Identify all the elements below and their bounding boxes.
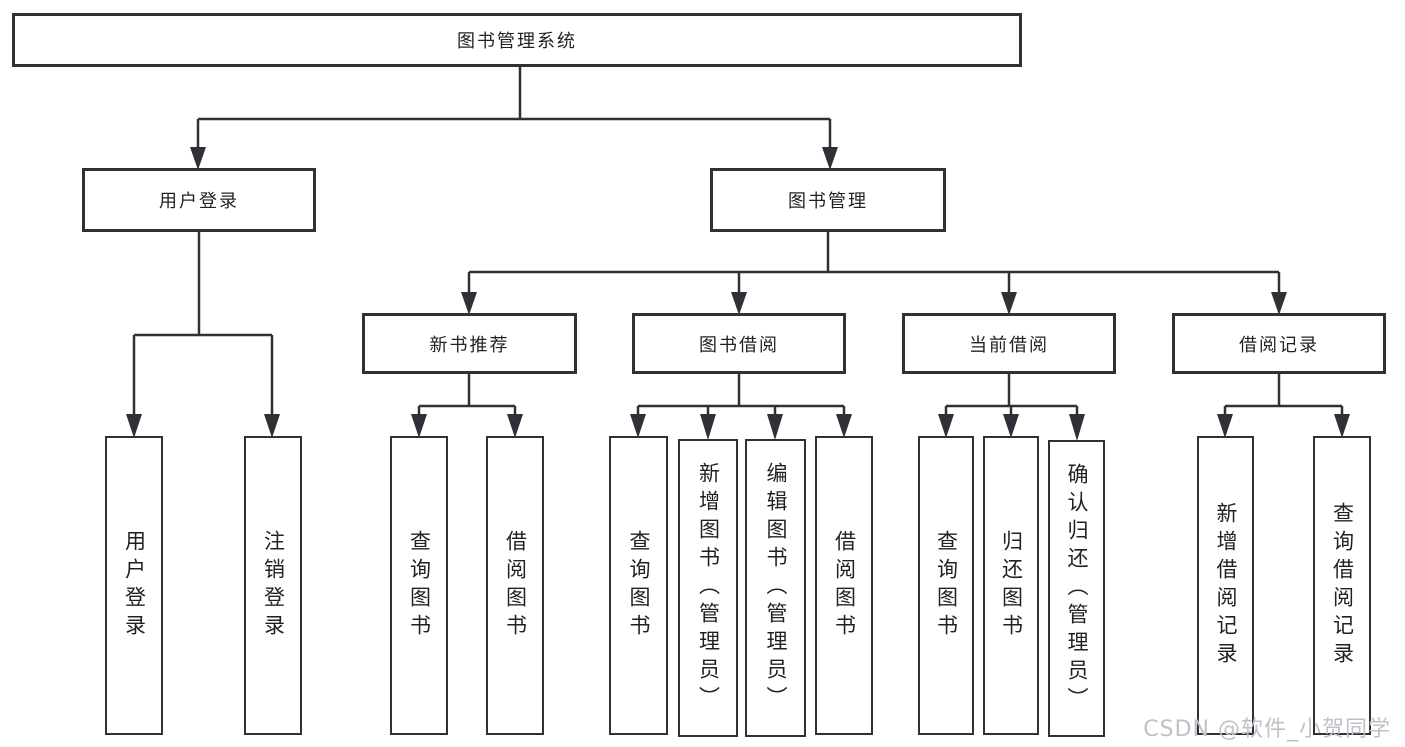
leaf-label: 借阅图书	[832, 529, 857, 642]
leaf-current-query-book: 查询图书	[918, 436, 974, 735]
leaf-label: 用户登录	[122, 529, 147, 642]
leaf-label: 新增图书（管理员）	[696, 462, 721, 714]
node-label: 新书推荐	[429, 334, 510, 356]
leaf-confirm-return-admin: 确认归还（管理员）	[1048, 440, 1105, 737]
leaf-logout: 注销登录	[244, 436, 302, 735]
leaf-edit-book-admin: 编辑图书（管理员）	[745, 439, 806, 737]
node-label: 图书借阅	[699, 334, 779, 356]
leaf-user-login: 用户登录	[105, 436, 163, 735]
leaf-add-book-admin: 新增图书（管理员）	[678, 439, 738, 737]
leaf-label: 注销登录	[261, 529, 286, 642]
node-user-login: 用户登录	[82, 168, 316, 232]
node-label: 借阅记录	[1239, 334, 1319, 356]
leaf-label: 编辑图书（管理员）	[764, 462, 788, 714]
csdn-watermark: CSDN @软件_小贺同学	[1143, 717, 1391, 742]
node-new-book-recommend: 新书推荐	[362, 313, 577, 374]
leaf-borrow-query-book: 查询图书	[609, 436, 668, 735]
node-book-management: 图书管理	[710, 168, 946, 232]
leaf-newbook-borrow-book: 借阅图书	[486, 436, 544, 735]
node-borrow-record: 借阅记录	[1172, 313, 1386, 374]
node-current-borrow: 当前借阅	[902, 313, 1116, 374]
leaf-label: 归还图书	[999, 529, 1024, 642]
node-label: 图书管理系统	[457, 31, 577, 52]
leaf-label: 查询图书	[627, 529, 651, 642]
leaf-label: 借阅图书	[503, 529, 528, 642]
leaf-label: 新增借阅记录	[1214, 501, 1238, 670]
leaf-query-borrow-record: 查询借阅记录	[1313, 436, 1371, 735]
leaf-borrow-book: 借阅图书	[815, 436, 873, 735]
leaf-label: 查询图书	[934, 529, 959, 642]
leaf-label: 查询借阅记录	[1330, 501, 1355, 670]
node-book-borrow: 图书借阅	[632, 313, 846, 374]
leaf-add-borrow-record: 新增借阅记录	[1197, 436, 1254, 735]
node-label: 图书管理	[788, 191, 868, 212]
leaf-label: 确认归还（管理员）	[1065, 462, 1089, 715]
leaf-newbook-query-book: 查询图书	[390, 436, 448, 735]
leaf-return-book: 归还图书	[983, 436, 1039, 735]
node-label: 用户登录	[159, 191, 239, 212]
node-library-management-system: 图书管理系统	[12, 13, 1022, 67]
leaf-label: 查询图书	[407, 529, 432, 642]
node-label: 当前借阅	[969, 334, 1049, 356]
